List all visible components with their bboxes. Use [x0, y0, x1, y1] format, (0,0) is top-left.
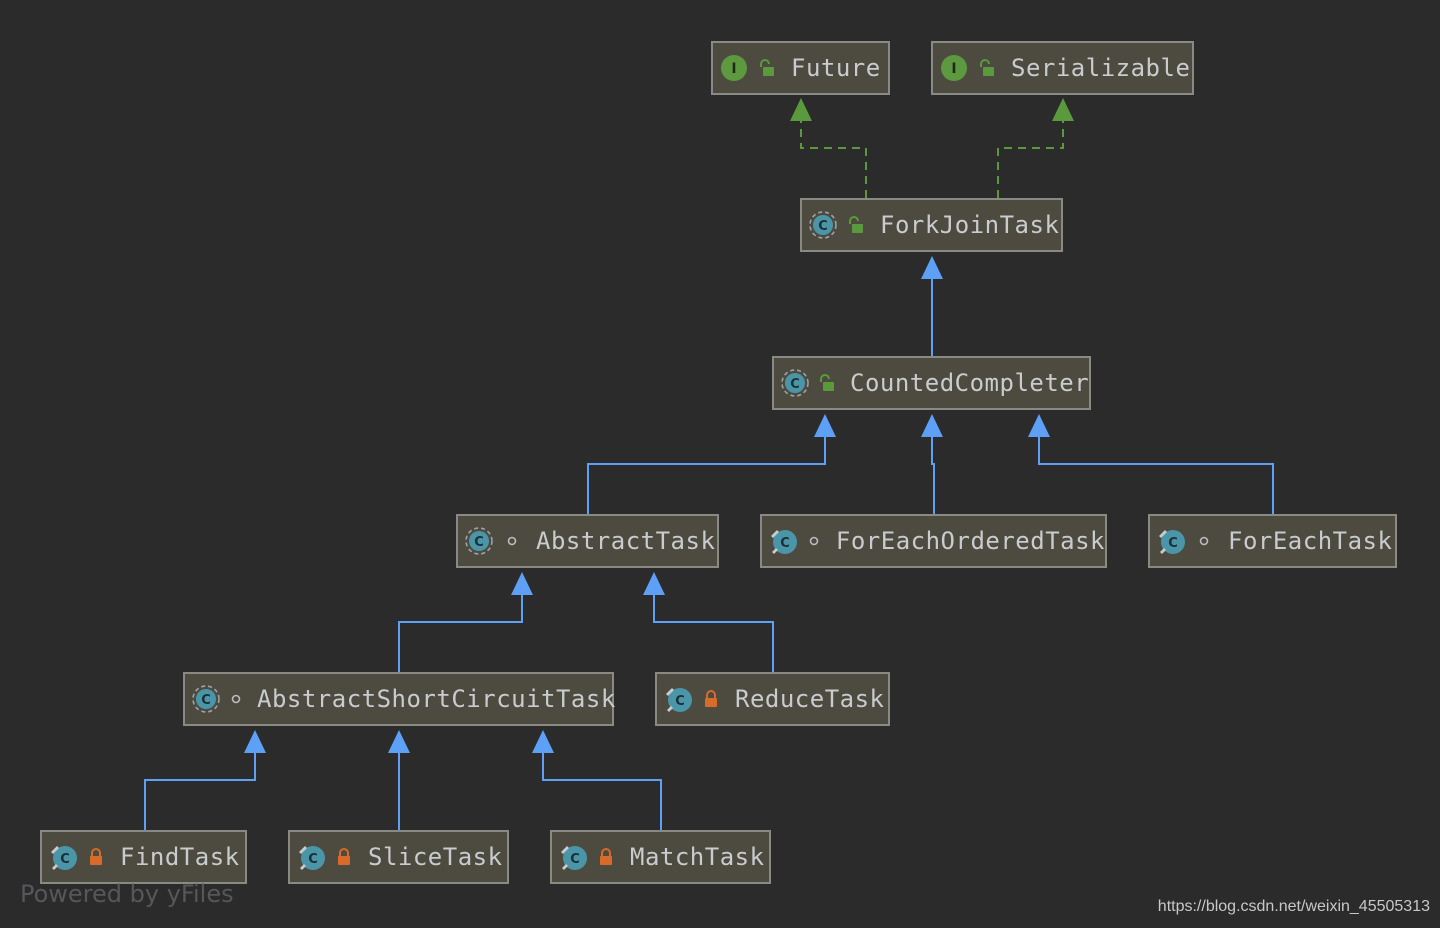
svg-text:C: C [1168, 536, 1178, 551]
extends-edge [388, 730, 410, 830]
node-label: AbstractShortCircuitTask [257, 685, 616, 713]
final-class-icon: C [296, 842, 326, 872]
final-class-icon: C [1156, 526, 1186, 556]
abstract-class-icon: C [464, 526, 494, 556]
private-lock-icon [701, 688, 721, 710]
final-class-icon: C [48, 842, 78, 872]
node-label: FindTask [120, 843, 240, 871]
node-label: ForEachTask [1228, 527, 1393, 555]
public-unlock-icon [846, 214, 866, 236]
public-unlock-icon [818, 372, 836, 394]
extends-edge [921, 256, 943, 356]
package-private-dot-icon [502, 530, 522, 552]
node-foreachtask[interactable]: C ForEachTask [1148, 514, 1397, 568]
final-class-icon: C [558, 842, 588, 872]
implements-edge [790, 98, 867, 198]
node-label: MatchTask [630, 843, 765, 871]
arrowhead [388, 730, 410, 753]
node-label: ForkJoinTask [880, 211, 1060, 239]
package-private-dot-icon [229, 688, 243, 710]
source-url-label: https://blog.csdn.net/weixin_45505313 [1157, 898, 1430, 915]
final-class-icon: C [768, 526, 798, 556]
extends-edge [921, 414, 943, 514]
private-lock-icon [86, 846, 106, 868]
arrowhead [532, 730, 554, 753]
private-lock-icon [334, 846, 354, 868]
package-private-dot-icon [1194, 530, 1214, 552]
node-serializable[interactable]: I Serializable [931, 41, 1194, 95]
node-foreachorderedtask[interactable]: C ForEachOrderedTask [760, 514, 1107, 568]
extends-edge [643, 572, 774, 672]
svg-text:C: C [201, 693, 211, 708]
node-label: Serializable [1011, 54, 1191, 82]
svg-text:C: C [790, 377, 800, 392]
node-matchtask[interactable]: C MatchTask [550, 830, 771, 884]
node-label: Future [791, 54, 881, 82]
arrowhead [1052, 98, 1074, 121]
public-unlock-icon [977, 57, 997, 79]
svg-text:C: C [60, 852, 70, 867]
node-abstracttask[interactable]: C AbstractTask [456, 514, 719, 568]
extends-edge [144, 730, 266, 830]
implements-edge [997, 98, 1074, 198]
abstract-class-icon: C [780, 368, 810, 398]
public-unlock-icon [757, 57, 777, 79]
extends-edge [1028, 414, 1274, 514]
package-private-dot-icon [806, 530, 822, 552]
arrowhead [790, 98, 812, 121]
svg-text:C: C [780, 536, 790, 551]
abstract-class-icon: C [808, 210, 838, 240]
node-reducetask[interactable]: C ReduceTask [655, 672, 890, 726]
node-slicetask[interactable]: C SliceTask [288, 830, 509, 884]
svg-text:C: C [308, 852, 318, 867]
svg-text:C: C [675, 694, 685, 709]
arrowhead [643, 572, 665, 595]
extends-edge [587, 414, 836, 514]
powered-by-label: Powered by yFiles [20, 880, 234, 908]
node-countedcompleter[interactable]: C CountedCompleter [772, 356, 1091, 410]
node-label: ForEachOrderedTask [835, 527, 1105, 555]
extends-edge [398, 572, 533, 672]
extends-edge [532, 730, 662, 830]
node-label: ReduceTask [735, 685, 885, 713]
node-label: AbstractTask [536, 527, 716, 555]
arrowhead [1028, 414, 1050, 437]
private-lock-icon [596, 846, 616, 868]
arrowhead [921, 414, 943, 437]
final-class-icon: C [663, 684, 693, 714]
svg-text:C: C [818, 219, 828, 234]
arrowhead [511, 572, 533, 595]
node-future[interactable]: I Future [711, 41, 890, 95]
abstract-class-icon: C [191, 684, 221, 714]
node-findtask[interactable]: C FindTask [40, 830, 247, 884]
node-forkjointask[interactable]: C ForkJoinTask [800, 198, 1063, 252]
svg-text:I: I [951, 61, 956, 77]
arrowhead [244, 730, 266, 753]
node-label: SliceTask [368, 843, 503, 871]
svg-text:C: C [474, 535, 484, 550]
node-label: CountedCompleter [850, 369, 1090, 397]
arrowhead [814, 414, 836, 437]
node-abstractshortcircuittask[interactable]: C AbstractShortCircuitTask [183, 672, 616, 726]
interface-icon: I [719, 53, 749, 83]
arrowhead [921, 256, 943, 279]
svg-text:I: I [731, 61, 736, 77]
svg-text:C: C [570, 852, 580, 867]
interface-icon: I [939, 53, 969, 83]
